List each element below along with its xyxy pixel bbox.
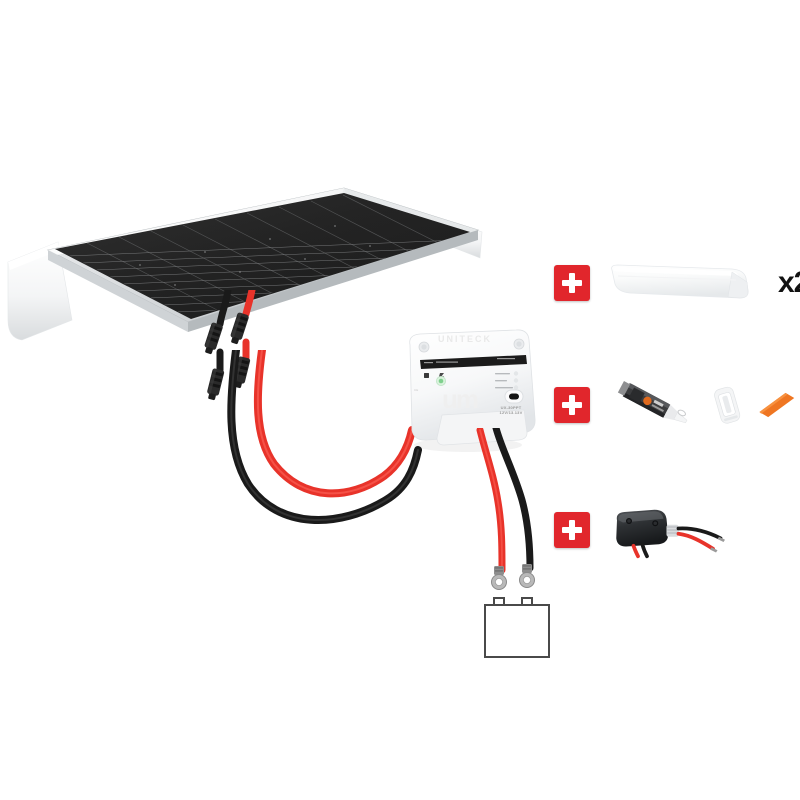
mc4-connector xyxy=(230,312,249,345)
mc4-connectors xyxy=(204,290,256,401)
plus-badge-icon xyxy=(554,265,590,301)
controller-model-line-2: 12V/13.13V xyxy=(499,410,523,415)
plus-badge-icon xyxy=(554,387,590,423)
controller-cert-text: CE xyxy=(414,388,419,392)
battery-terminal-negative xyxy=(521,597,533,605)
controller-brand: UNITECK xyxy=(438,334,492,344)
charge-controller[interactable]: UNITECK um UX-30PPT 12V/13.13V CE xyxy=(392,327,542,455)
cleaning-pad-orange xyxy=(759,392,795,418)
mc4-connector xyxy=(207,368,225,401)
cable-entry-gland-black xyxy=(616,509,725,559)
solar-panel xyxy=(7,187,483,341)
ring-terminal-negative xyxy=(519,564,535,588)
mc4-connector xyxy=(204,322,223,355)
battery-terminal-positive xyxy=(493,597,505,605)
quantity-label: x2 xyxy=(778,266,800,299)
battery xyxy=(484,597,560,661)
plus-badge-icon xyxy=(554,512,590,548)
battery-output-cables xyxy=(476,428,535,590)
ring-terminal-positive xyxy=(491,566,507,590)
kit-item-row-cable-entry-gland xyxy=(554,495,800,565)
mounting-spoiler-bracket xyxy=(611,264,749,299)
controller-input-cables xyxy=(227,350,422,524)
controller-logo: um xyxy=(442,384,479,414)
kit-item-row-adhesive-sealant xyxy=(554,375,800,435)
controller-model-line-1: UX-30PPT xyxy=(500,405,522,410)
kit-item-row-mounting-spoiler: x2 xyxy=(554,252,800,314)
adhesive-sealant-tube xyxy=(617,381,688,424)
cable-gland-white xyxy=(714,386,741,424)
battery-body xyxy=(484,604,550,658)
